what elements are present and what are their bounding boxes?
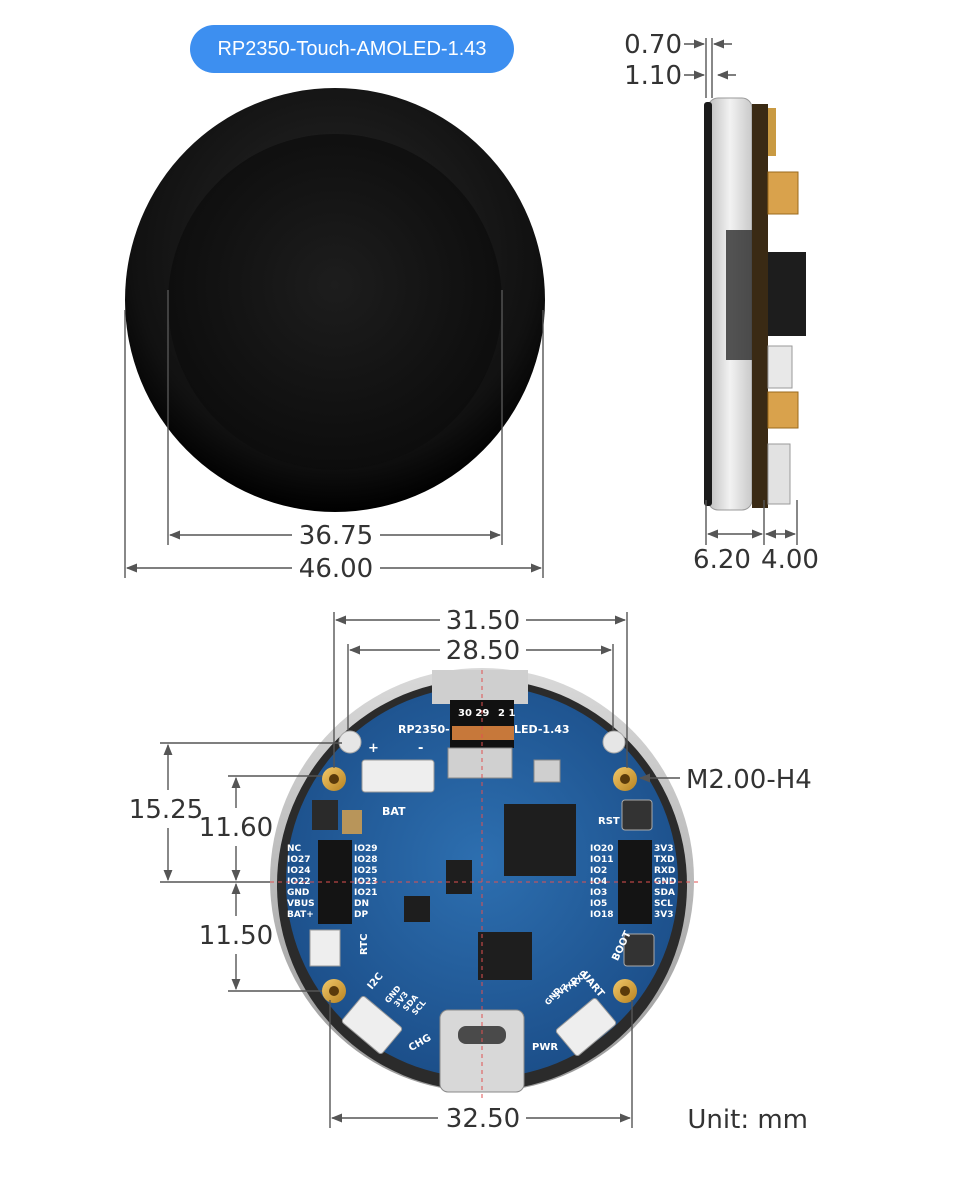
pmic-chip bbox=[312, 800, 338, 830]
pin-label-m4: IO21 bbox=[354, 888, 378, 898]
mid-pin-labels: IO29 IO28 IO25 IO23 IO21 DN DP bbox=[354, 844, 378, 920]
bat-minus: - bbox=[418, 741, 423, 756]
side-connector bbox=[726, 230, 752, 360]
crystal bbox=[533, 759, 561, 783]
pin-label-rb5: SCL bbox=[654, 899, 673, 909]
pin-label-m3: IO23 bbox=[354, 877, 378, 887]
side-component-4 bbox=[767, 345, 793, 389]
thickness-dimension-1: 0.70 bbox=[624, 30, 682, 60]
left-pin-labels: NC IO27 IO24 IO22 GND VBUS BAT+ bbox=[287, 844, 315, 920]
pin-label-rb4: SDA bbox=[654, 888, 675, 898]
pin-label-l3: IO22 bbox=[287, 877, 311, 887]
side-component-1 bbox=[768, 108, 776, 156]
height-upper-dimension: 15.25 bbox=[129, 795, 203, 825]
usb-c-opening bbox=[458, 1026, 506, 1044]
fpc-right-number: 2 1 bbox=[498, 708, 515, 719]
side-component-6 bbox=[767, 443, 791, 505]
pin-label-m0: IO29 bbox=[354, 844, 378, 854]
side-glass-edge bbox=[704, 102, 712, 506]
hole-span-inner-dimension: 28.50 bbox=[446, 636, 520, 666]
pin-label-l6: BAT+ bbox=[287, 910, 314, 920]
pin-label-l5: VBUS bbox=[287, 899, 315, 909]
body-thickness-dimension: 6.20 bbox=[693, 545, 751, 575]
diameter-dimension: 46.00 bbox=[299, 554, 373, 584]
pin-label-rb6: 3V3 bbox=[654, 910, 674, 920]
pin-label-m5: DN bbox=[354, 899, 369, 909]
shield-can bbox=[447, 747, 513, 779]
hole-callout: M2.00-H4 bbox=[686, 765, 812, 795]
display-active-area bbox=[168, 134, 502, 470]
fpc-left-number: 30 29 bbox=[458, 708, 489, 719]
pin-label-m1: IO28 bbox=[354, 855, 378, 865]
side-component-3 bbox=[768, 252, 806, 336]
pin-label-l1: IO27 bbox=[287, 855, 311, 865]
height-mid-dimension: 11.60 bbox=[199, 813, 273, 843]
pin-label-l0: NC bbox=[287, 844, 302, 854]
pin-label-ra5: IO5 bbox=[590, 899, 607, 909]
bat-plus: + bbox=[368, 741, 379, 756]
rtc-label: RTC bbox=[359, 934, 370, 955]
product-title: RP2350-Touch-AMOLED-1.43 bbox=[190, 25, 514, 73]
bottom-span-dimension: 32.50 bbox=[446, 1104, 520, 1134]
standoff-top-left-bore bbox=[329, 774, 339, 784]
uart-connector bbox=[555, 997, 617, 1057]
pin-label-m6: DP bbox=[354, 910, 368, 920]
board-name-left: RP2350- bbox=[398, 723, 450, 736]
pin-label-ra6: IO18 bbox=[590, 910, 614, 920]
board-name-right: LED-1.43 bbox=[514, 723, 570, 736]
bat-label: BAT bbox=[382, 805, 406, 818]
fpc-contacts bbox=[452, 726, 514, 740]
pin-label-rb0: 3V3 bbox=[654, 844, 674, 854]
battery-connector bbox=[361, 759, 435, 793]
rtc-connector bbox=[309, 929, 341, 967]
mount-hole-top-left bbox=[338, 730, 362, 754]
height-lower-dimension: 11.50 bbox=[199, 921, 273, 951]
side-component-5 bbox=[767, 391, 799, 429]
pin-label-m2: IO25 bbox=[354, 866, 378, 876]
thickness-dimension-2: 1.10 bbox=[624, 61, 682, 91]
imu-chip bbox=[446, 860, 472, 894]
back-view: 30 29 2 1 RP2350- LED-1.43 BAT + - NC IO… bbox=[129, 606, 812, 1135]
side-view: 0.70 1.10 6.20 4.00 bbox=[624, 30, 819, 575]
regulator-chip bbox=[404, 896, 430, 922]
pin-label-rb2: RXD bbox=[654, 866, 675, 876]
flash-chip bbox=[478, 932, 532, 980]
side-component-2 bbox=[767, 171, 799, 215]
pin-label-ra1: IO11 bbox=[590, 855, 614, 865]
rp2350-chip bbox=[504, 804, 576, 876]
pin-label-ra2: IO2 bbox=[590, 866, 607, 876]
active-area-dimension: 36.75 bbox=[299, 521, 373, 551]
standoff-bottom-right-bore bbox=[620, 986, 630, 996]
reset-button bbox=[621, 799, 653, 831]
pin-label-l4: GND bbox=[287, 888, 309, 898]
hole-span-top-dimension: 31.50 bbox=[446, 606, 520, 636]
pin-label-rb1: TXD bbox=[654, 855, 675, 865]
connector-thickness-dimension: 4.00 bbox=[761, 545, 819, 575]
side-pcb bbox=[752, 104, 768, 508]
i2c-connector bbox=[341, 995, 403, 1055]
front-view: 36.75 46.00 bbox=[124, 88, 545, 584]
pin-label-ra0: IO20 bbox=[590, 844, 614, 854]
rst-label: RST bbox=[598, 816, 620, 827]
boot-button bbox=[623, 933, 655, 967]
pin-label-ra4: IO3 bbox=[590, 888, 607, 898]
standoff-bottom-left-bore bbox=[329, 986, 339, 996]
mount-hole-top-right bbox=[602, 730, 626, 754]
inductor bbox=[342, 810, 362, 834]
standoff-top-right-bore bbox=[620, 774, 630, 784]
top-cutout bbox=[432, 670, 528, 704]
unit-label: Unit: mm bbox=[687, 1105, 808, 1135]
pin-label-l2: IO24 bbox=[287, 866, 311, 876]
pwr-label: PWR bbox=[532, 1042, 558, 1053]
